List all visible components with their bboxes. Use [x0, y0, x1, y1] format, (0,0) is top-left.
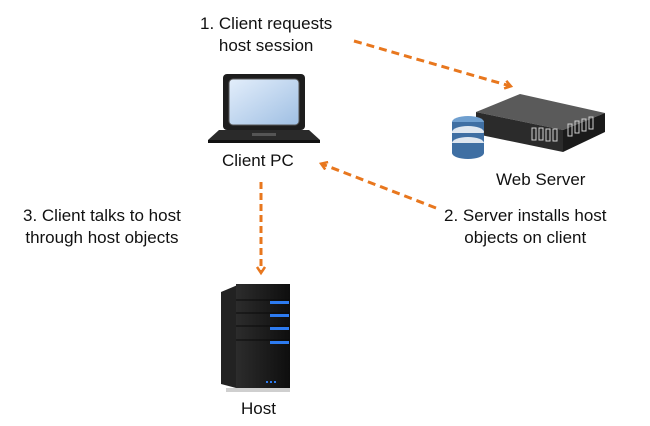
- step-1-line-1: 1. Client requests: [200, 14, 333, 33]
- step-3-line-2: through host objects: [25, 228, 179, 247]
- host-label: Host: [241, 399, 276, 418]
- step-2-label: 2. Server installs host objects on clien…: [444, 205, 607, 249]
- arrow-step-1: [353, 39, 510, 86]
- arrow-step-2: [322, 164, 437, 210]
- web-server-label: Web Server: [496, 170, 586, 189]
- step-1-line-2: host session: [218, 36, 314, 55]
- step-3-label: 3. Client talks to host through host obj…: [23, 205, 181, 249]
- step-1-label: 1. Client requests host session: [200, 13, 332, 57]
- client-pc-label: Client PC: [222, 151, 294, 170]
- step-3-line-1: 3. Client talks to host: [23, 206, 181, 225]
- step-2-line-1: 2. Server installs host: [444, 206, 607, 225]
- step-2-line-2: objects on client: [464, 228, 587, 247]
